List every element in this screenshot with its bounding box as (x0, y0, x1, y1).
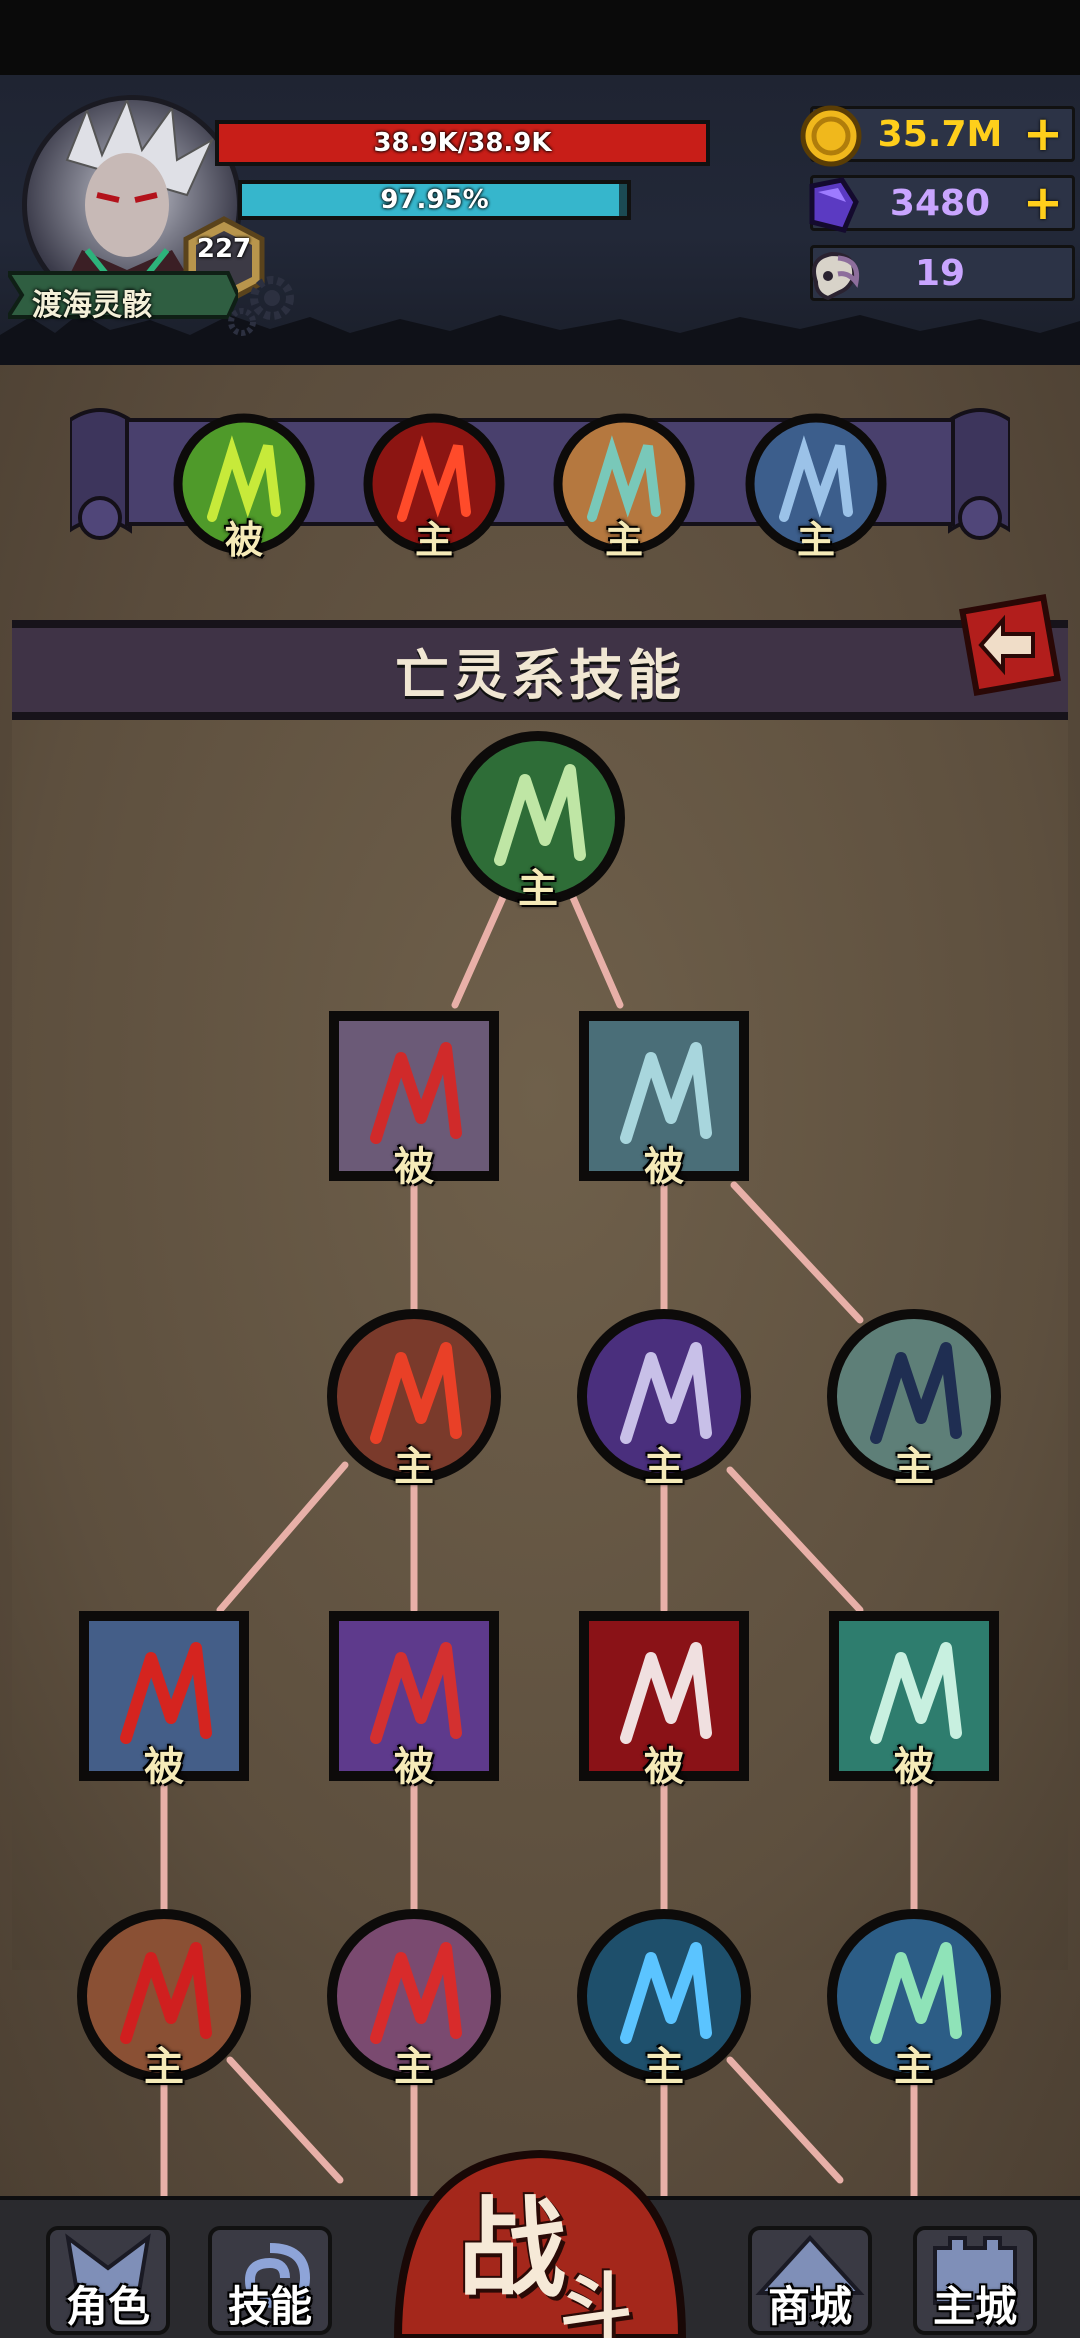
bloody-cloak-icon (79, 1611, 249, 1781)
gold-value: 35.7M (877, 113, 1003, 155)
red-slash-icon (363, 413, 505, 555)
skill-type-label: 主 (644, 2044, 684, 2090)
hp-text: 38.9K/38.9K (373, 128, 552, 158)
nav-skills-label: 技能 (227, 2282, 312, 2331)
purple-crystal-icon (809, 177, 859, 233)
scythe-icon (827, 1909, 1001, 2083)
exp-text: 97.95% (380, 185, 489, 215)
grass-silhouette (0, 313, 1080, 365)
nav-character-label: 角色 (65, 2282, 150, 2331)
player-name: 渡海灵骸 (32, 288, 152, 323)
tent-icon (748, 2226, 872, 2335)
swirl-icon (208, 2226, 332, 2335)
skull-resource: 19 (810, 245, 1075, 301)
shadow-legs-icon (827, 1309, 1001, 1483)
skill-type-label: 主 (414, 518, 453, 562)
hp-bar-fill (219, 124, 706, 162)
gem-resource: 3480 + (809, 175, 1075, 233)
exp-bar: 97.95% (238, 180, 631, 220)
exp-bar-fill (242, 184, 620, 216)
skill-node[interactable]: 被 (326, 1008, 502, 1190)
gold-resource: 35.7M + (800, 105, 1075, 167)
nav-city-button[interactable]: 主城 (905, 2208, 1045, 2338)
red-burst-icon (579, 1611, 749, 1781)
skeleton-warrior-icon (577, 1309, 751, 1483)
nav-shop-label: 商城 (767, 2282, 852, 2331)
name-plate (8, 271, 238, 319)
skill-type-label: 被 (394, 1744, 434, 1790)
skill-type-label: 主 (894, 1444, 934, 1490)
battle-label-sub: 斗 (560, 2265, 633, 2338)
battle-label-main: 战 (458, 2187, 567, 2312)
skill-node[interactable]: 被 (576, 1608, 752, 1790)
castle-icon (913, 2226, 1037, 2335)
blood-drop-icon (77, 1909, 251, 2083)
skill-node[interactable]: 被 (826, 1608, 1002, 1790)
skill-node[interactable]: 主 (576, 1308, 752, 1490)
skill-node[interactable]: 主 (826, 1308, 1002, 1490)
rising-hand-icon (451, 731, 625, 905)
skill-type-label: 主 (144, 2044, 184, 2090)
battle-circle (393, 2149, 687, 2338)
nav-skills-button[interactable]: 技能 (200, 2208, 340, 2338)
equipped-skill-slot[interactable]: 主 (552, 412, 696, 562)
skill-node[interactable]: 被 (76, 1608, 252, 1790)
skill-node[interactable]: 主 (76, 1908, 252, 2090)
skill-type-label: 被 (144, 1744, 184, 1790)
nav-shop-button[interactable]: 商城 (740, 2208, 880, 2338)
serpent-coil-icon (553, 413, 695, 555)
add-gold-button[interactable]: + (1022, 106, 1064, 162)
battle-button[interactable]: 战 斗 (388, 2148, 692, 2338)
bleeding-torso-icon (329, 1011, 499, 1181)
ram-skull-icon (812, 251, 860, 301)
nav-city-label: 主城 (932, 2282, 1017, 2331)
gem-value: 3480 (889, 182, 991, 224)
skill-type-label: 被 (394, 1144, 434, 1190)
skill-type-label: 主 (894, 2044, 934, 2090)
equipped-skill-slot[interactable]: 被 (172, 412, 316, 562)
settings-gear-icon[interactable] (222, 270, 302, 340)
helmet-icon (46, 2226, 170, 2335)
skill-type-label: 被 (224, 518, 263, 562)
skill-type-label: 被 (644, 1744, 684, 1790)
back-arrow-button[interactable] (955, 590, 1065, 700)
skill-node-root[interactable]: 主 (450, 730, 626, 912)
title-bar: 亡灵系技能 (12, 620, 1068, 720)
ghost-skull-icon (829, 1611, 999, 1781)
skill-type-label: 被 (644, 1144, 684, 1190)
nav-character-button[interactable]: 角色 (38, 2208, 178, 2338)
skill-node[interactable]: 主 (326, 1908, 502, 2090)
skill-type-label: 主 (394, 1444, 434, 1490)
skull-value: 19 (914, 252, 966, 294)
add-gem-button[interactable]: + (1022, 175, 1064, 231)
skill-type-label: 主 (518, 866, 558, 912)
gold-coin-icon (800, 105, 862, 167)
hp-bar: 38.9K/38.9K (215, 120, 710, 166)
screaming-head-icon (327, 1909, 501, 2083)
skill-node[interactable]: 被 (576, 1008, 752, 1190)
player-level: 227 (196, 234, 252, 264)
equipped-skill-slot[interactable]: 主 (744, 412, 888, 562)
skill-node[interactable]: 被 (326, 1608, 502, 1790)
skill-type-label: 被 (894, 1744, 934, 1790)
skill-type-label: 主 (394, 2044, 434, 2090)
burning-skulls-icon (327, 1309, 501, 1483)
page-title: 亡灵系技能 (395, 643, 685, 707)
dark-crystal-icon (577, 1909, 751, 2083)
skill-node[interactable]: 主 (826, 1908, 1002, 2090)
green-claw-icon (173, 413, 315, 555)
coffin-skeleton-icon (579, 1011, 749, 1181)
skill-node[interactable]: 主 (326, 1308, 502, 1490)
hooded-reaper-icon (745, 413, 887, 555)
skill-type-label: 主 (604, 518, 643, 562)
skill-node[interactable]: 主 (576, 1908, 752, 2090)
equipped-skill-slot[interactable]: 主 (362, 412, 506, 562)
skill-type-label: 主 (796, 518, 835, 562)
skill-type-label: 主 (644, 1444, 684, 1490)
pierced-heart-icon (329, 1611, 499, 1781)
